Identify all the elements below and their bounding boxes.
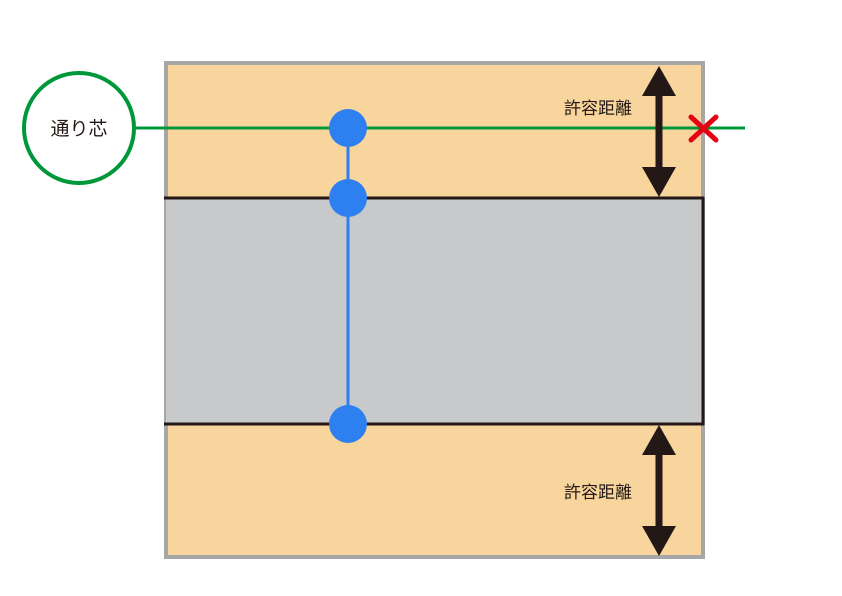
grid-line-label-circle bbox=[22, 71, 136, 185]
measure-point-top bbox=[329, 179, 367, 217]
top-tolerance-arrow bbox=[642, 66, 676, 197]
cross-icon bbox=[688, 114, 719, 143]
bottom-tolerance-arrow bbox=[642, 425, 676, 556]
top-tolerance-label: 許容距離 bbox=[564, 99, 632, 119]
grid-line-label: 通り芯 bbox=[50, 118, 107, 140]
measure-point-bottom bbox=[329, 405, 367, 443]
measure-point-grid bbox=[329, 109, 367, 147]
bottom-tolerance-label: 許容距離 bbox=[564, 483, 632, 503]
member-body bbox=[166, 198, 703, 424]
